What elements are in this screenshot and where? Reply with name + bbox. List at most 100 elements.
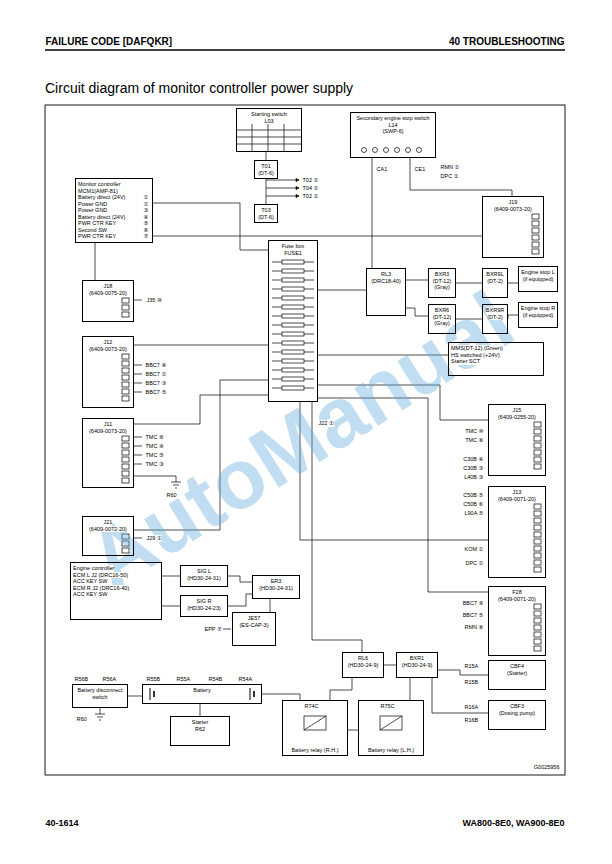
switch-grid [268, 124, 269, 152]
pin-cavity [122, 457, 129, 462]
fuse-symbol [282, 287, 304, 291]
pin-cavity [534, 518, 541, 523]
component-box: J21(6409-0072-20) [82, 516, 134, 556]
fuse-lead [304, 388, 314, 389]
component-text: (DT-2) [487, 278, 503, 285]
pin-cavity [534, 457, 541, 462]
fuse-symbol [282, 341, 304, 345]
wire-label: C50B ⑤ [463, 492, 484, 499]
component-box: Battery [142, 684, 262, 704]
wire [456, 319, 482, 320]
component-box: BXR6(DT-12)(Gray) [428, 304, 456, 334]
pin-cavity [534, 560, 541, 565]
fuse-symbol [282, 377, 304, 381]
wire-label: R16B [464, 717, 479, 724]
component-text: Battery disconnect switch [75, 687, 125, 700]
pin-cavity [122, 436, 129, 441]
wire-label: BBC7 ⑨ [462, 600, 484, 607]
wire-label: R15A [464, 663, 479, 670]
wire [153, 236, 482, 237]
component-box: T03(DT-6) [254, 204, 278, 223]
wire-label: R54A [238, 676, 253, 683]
ground-symbol [97, 717, 103, 718]
component-box: JE57(ES-CAP-3) [232, 612, 276, 646]
fuse-lead [304, 352, 314, 353]
fuse-symbol [282, 359, 304, 363]
page-header: WA800-8E0, WA900-8E0 [462, 818, 565, 829]
wire [266, 179, 267, 204]
fuse-lead [304, 271, 314, 272]
pin-cavity [122, 548, 129, 553]
pin-cavity [122, 298, 129, 303]
pin-cavity [122, 464, 129, 469]
wire-label: R60 [76, 716, 87, 723]
fuse-lead [272, 352, 282, 353]
fuse-lead [272, 271, 282, 272]
component-box: CBF3(Dosing pump) [488, 700, 546, 730]
wire [508, 315, 518, 319]
component-box: Engine controllerECM L J2 (DRC16-50)ACC … [70, 562, 162, 620]
pin-cavity [122, 450, 129, 455]
component-text: (HD30-24-31) [259, 585, 293, 592]
battery-cell [253, 691, 255, 697]
fuse-lead [272, 325, 282, 326]
leader-arrowhead [296, 179, 299, 182]
wire-label: BBC7 ⑤ [462, 612, 484, 619]
pin-cavity [532, 221, 539, 226]
component-text: (HD30-24-31) [187, 575, 221, 582]
relay-coil [380, 716, 402, 730]
fuse-lead [304, 343, 314, 344]
fuse-lead [304, 289, 314, 290]
wire-label: TMC ⑥ [145, 434, 164, 441]
pin-cavity [534, 625, 541, 630]
wire-label: T02 ① [302, 193, 319, 200]
pin-cavity [122, 471, 129, 476]
wiring [95, 152, 518, 730]
wire [134, 395, 268, 424]
pin-cavity [534, 504, 541, 509]
wire [95, 243, 96, 281]
battery-cell [153, 691, 155, 697]
illustration [45, 50, 565, 775]
component-text: (HD30-24-9) [402, 662, 433, 669]
leader-line [266, 196, 296, 197]
component-box: SIG L(HD30-24-31) [180, 565, 228, 587]
pin-cavity [532, 228, 539, 233]
switch-grid [236, 144, 302, 145]
pin-cavity [122, 541, 129, 546]
ground-symbol [171, 482, 181, 483]
relay-coil [304, 716, 326, 730]
component-text: (SWP-6) [382, 128, 403, 135]
fuse-lead [272, 343, 282, 344]
component-text: (DT-6) [258, 170, 274, 177]
wire [153, 203, 268, 250]
wire [406, 280, 428, 281]
wire [162, 606, 180, 607]
component-text: L03 [264, 118, 273, 125]
switch-terminal [395, 148, 400, 153]
component-box: Engine stop R(if equipped) [518, 302, 558, 328]
pin-cavity [534, 611, 541, 616]
component-text: (DT-2) [487, 314, 503, 321]
wire-label: R15B [464, 679, 479, 686]
pin-cavity [534, 639, 541, 644]
pin-cavity [534, 422, 541, 427]
fuse-lead [304, 361, 314, 362]
component-box: J11(6409-0073-20) [82, 418, 134, 488]
fuse-lead [272, 370, 282, 371]
wire-label: DPC ② [465, 560, 484, 567]
diagram-frame [45, 105, 565, 775]
component-text: (Gray) [434, 284, 450, 291]
wire [406, 308, 428, 316]
wire [318, 355, 448, 356]
pin-cavity [534, 618, 541, 623]
pin-cavity [534, 532, 541, 537]
relay-coil [304, 716, 326, 730]
component-text: (DRC18-40) [371, 278, 401, 285]
pin-cavity [122, 382, 129, 387]
wire [134, 380, 268, 530]
component-box: J19(6409-0073-20) [482, 196, 544, 258]
switch-grid [252, 124, 253, 152]
switch-grid [284, 124, 285, 152]
wire-label: CE1 [414, 166, 426, 173]
